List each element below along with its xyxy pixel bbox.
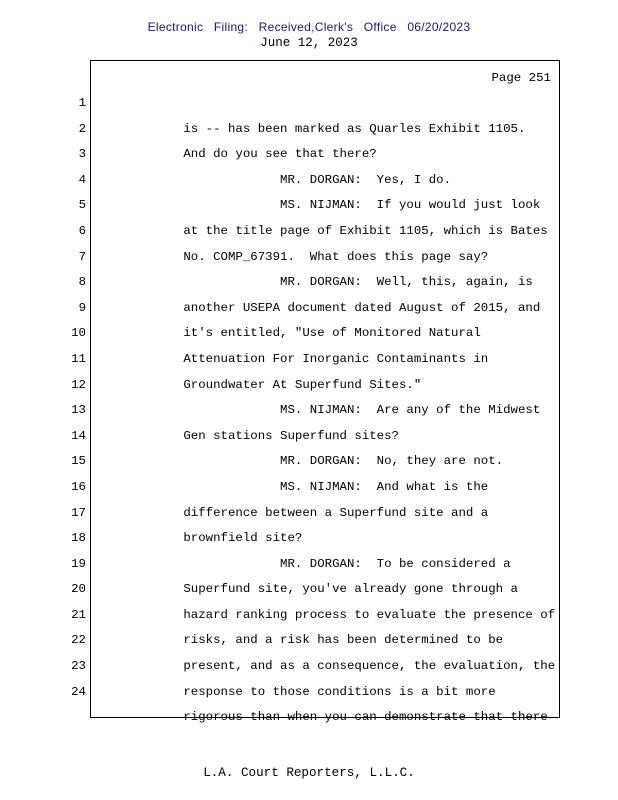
line-number: 1: [78, 96, 86, 110]
line-number: 22: [71, 633, 86, 648]
line-text: Attenuation For Inorganic Contaminants i…: [183, 351, 489, 366]
line-number: 24: [71, 684, 86, 699]
line-number: 6: [78, 223, 86, 238]
line-number: 5: [78, 198, 86, 213]
page-number-label: Page 251: [491, 71, 552, 85]
line-text: another USEPA document dated August of 2…: [183, 300, 541, 315]
line-text: MR. DORGAN: Yes, I do.: [183, 172, 452, 187]
line-number: 3: [78, 147, 86, 162]
line-number: 4: [78, 172, 86, 187]
line-text: difference between a Superfund site and …: [183, 505, 489, 520]
transcript-line: 22 present, and as a consequence, the eva…: [71, 628, 559, 673]
line-number: 20: [71, 582, 86, 597]
transcript-line: 1 is -- has been marked as Quarles Exhibi…: [79, 91, 559, 136]
line-text: rigorous than when you can demonstrate t…: [183, 710, 548, 725]
transcript-line: 16 difference between a Superfund site an…: [71, 475, 559, 520]
line-text: MR. DORGAN: No, they are not.: [183, 454, 504, 469]
line-text: Superfund site, you've already gone thro…: [183, 582, 518, 597]
line-text: MR. DORGAN: Well, this, again, is: [183, 275, 533, 290]
line-number: 17: [71, 505, 86, 520]
transcript-date: June 12, 2023: [260, 36, 358, 50]
footer-company: L.A. Court Reporters, L.L.C.: [203, 766, 415, 780]
line-text: hazard ranking process to evaluate the p…: [183, 607, 556, 622]
transcript-line: 4 MS. NIJMAN: If you would just look: [79, 168, 559, 213]
line-number: 9: [78, 300, 86, 315]
line-number: 10: [71, 326, 86, 341]
line-number: 19: [71, 556, 86, 571]
line-text: response to those conditions is a bit mo…: [183, 684, 496, 699]
footer: L.A. Court Reporters, L.L.C. 312-419-929…: [0, 733, 618, 800]
transcript-line: 24 rigorous than when you can demonstrate…: [71, 680, 559, 725]
line-text: And do you see that there?: [183, 147, 377, 162]
line-number: 8: [78, 275, 86, 290]
line-text: brownfield site?: [183, 531, 303, 546]
line-text: Groundwater At Superfund Sites.": [183, 377, 422, 392]
line-text: risks, and a risk has been determined to…: [183, 633, 504, 648]
transcript-box: Page 251 1 is -- has been marked as Quarl…: [71, 60, 560, 725]
transcript-lines: 1 is -- has been marked as Quarles Exhibi…: [71, 91, 559, 725]
line-number: 11: [71, 351, 86, 366]
line-text: at the title page of Exhibit 1105, which…: [183, 223, 548, 238]
transcript-line: 12 MS. NIJMAN: Are any of the Midwest: [71, 373, 559, 418]
transcript-line: 15 MS. NIJMAN: And what is the: [71, 449, 559, 494]
line-text: Gen stations Superfund sites?: [183, 428, 399, 443]
line-text: it's entitled, "Use of Monitored Natural: [183, 326, 481, 341]
line-text: MR. DORGAN: To be considered a: [183, 556, 511, 571]
line-text: is -- has been marked as Quarles Exhibit…: [183, 121, 526, 136]
transcript-line: 23 response to those conditions is a bit …: [71, 654, 559, 699]
transcript-line: 14 MR. DORGAN: No, they are not.: [71, 424, 559, 469]
transcript-line: 21 risks, and a risk has been determined …: [71, 603, 559, 648]
line-text: present, and as a consequence, the evalu…: [183, 659, 556, 674]
line-number: 2: [78, 121, 86, 136]
line-number: 14: [71, 428, 86, 443]
line-number: 12: [71, 377, 86, 392]
line-number: 15: [71, 454, 86, 469]
transcript-line: 8 another USEPA document dated August of …: [79, 270, 559, 315]
line-number: 13: [71, 403, 86, 418]
line-number: 23: [71, 659, 86, 674]
transcript-line: 7 MR. DORGAN: Well, this, again, is: [79, 245, 559, 290]
transcript-line: 18 MR. DORGAN: To be considered a: [71, 526, 559, 571]
line-number: 16: [71, 479, 86, 494]
line-number: 7: [78, 249, 86, 264]
line-number: 21: [71, 607, 86, 622]
electronic-filing-stamp: Electronic Filing: Received,Clerk's Offi…: [147, 20, 471, 34]
transcript-line: 5 at the title page of Exhibit 1105, whic…: [79, 193, 559, 238]
line-number: 18: [71, 531, 86, 546]
transcript-line: 9 it's entitled, "Use of Monitored Natura…: [79, 296, 559, 341]
line-text: MS. NIJMAN: And what is the: [183, 479, 489, 494]
transcript-line: 20 hazard ranking process to evaluate the…: [71, 577, 559, 622]
line-text: MS. NIJMAN: Are any of the Midwest: [183, 403, 541, 418]
transcript-line: 3 MR. DORGAN: Yes, I do.: [79, 142, 559, 187]
transcript-line: 17 brownfield site?: [71, 501, 559, 546]
line-text: No. COMP_67391. What does this page say?: [183, 249, 489, 264]
line-text: MS. NIJMAN: If you would just look: [183, 198, 541, 213]
